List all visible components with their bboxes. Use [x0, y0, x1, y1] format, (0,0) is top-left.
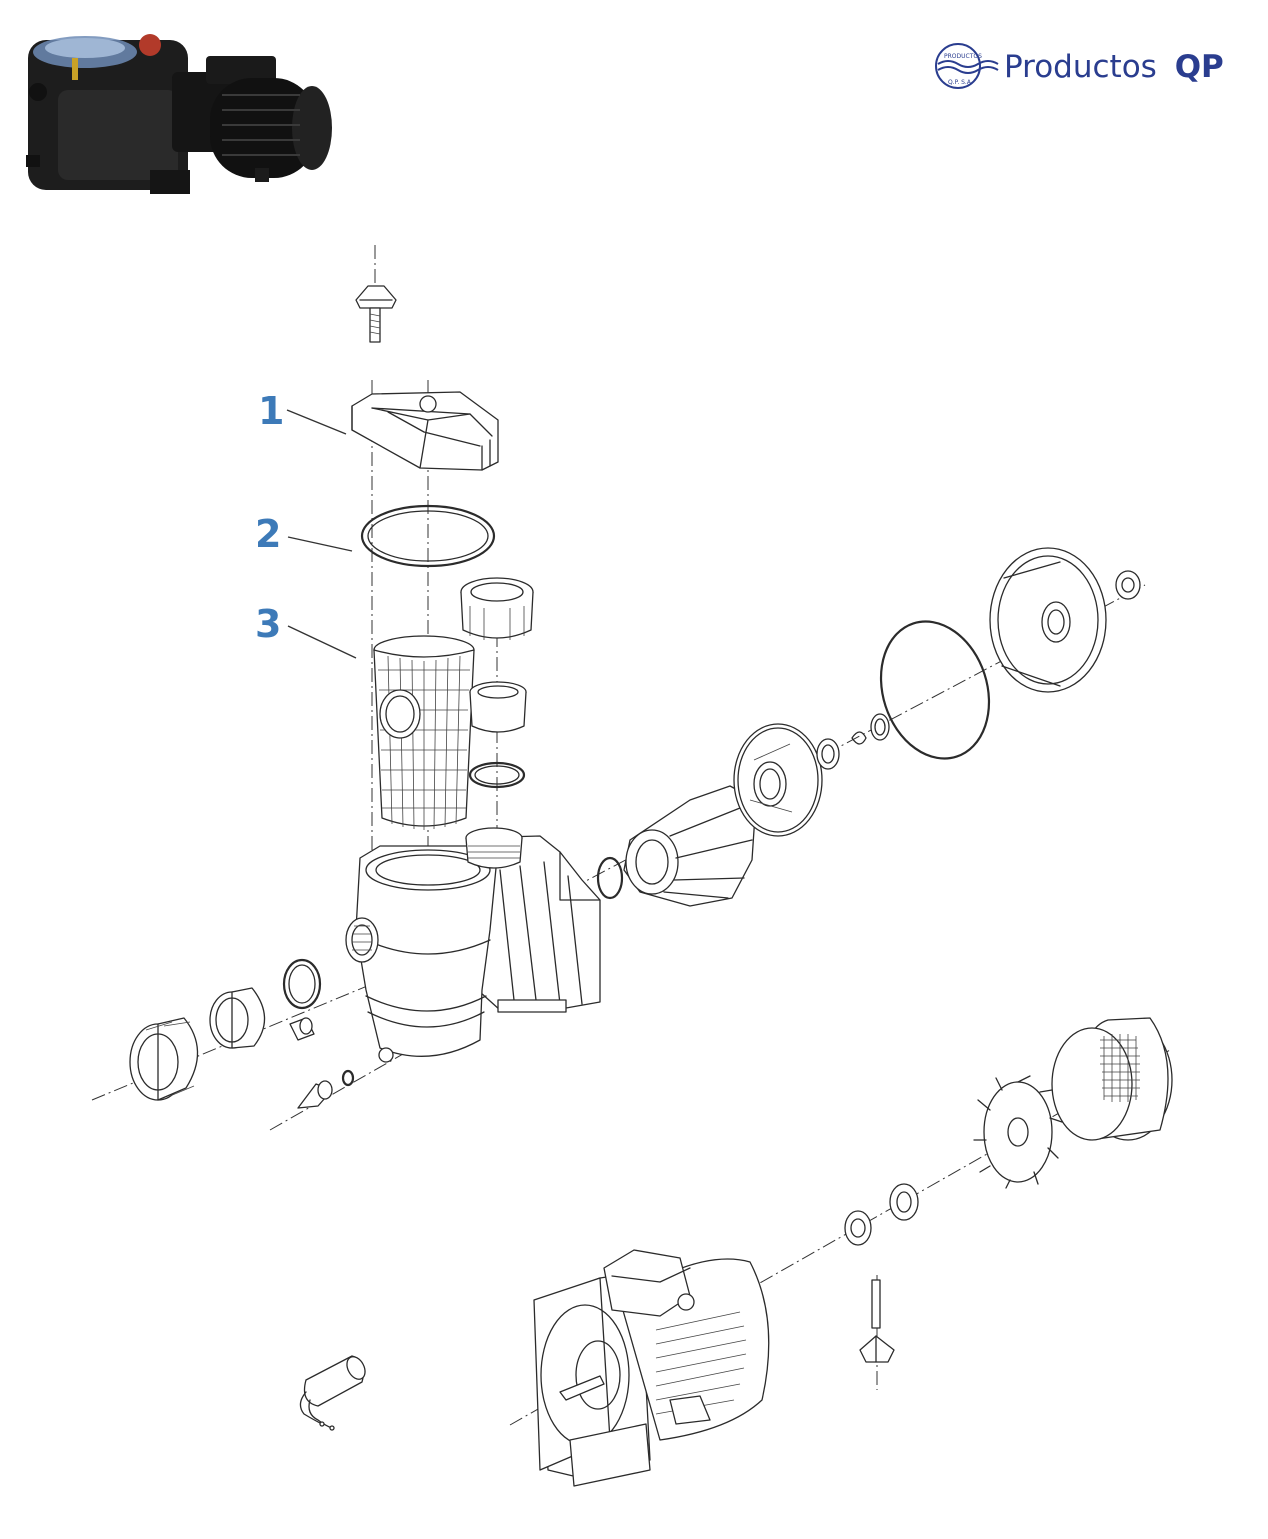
pump-body: [345, 827, 601, 1063]
drain-plug-lower: [297, 1069, 355, 1109]
impeller: [733, 723, 823, 837]
cover-washer: [1115, 570, 1141, 600]
drain-plug: [289, 1017, 315, 1041]
fan-cover: [1051, 1017, 1173, 1141]
rear-bearing: [889, 1183, 919, 1221]
discharge-union-nut: [460, 577, 534, 640]
suction-union-nut: [129, 1017, 199, 1101]
brand-name-strong: QP: [1175, 49, 1224, 85]
pump-lid-part-1: [351, 391, 499, 471]
pump-product-photo: [26, 34, 332, 194]
mechanical-seal: [816, 731, 867, 770]
lid-o-ring-part-2: [360, 504, 496, 568]
suction-o-ring: [282, 958, 322, 1010]
callout-3: 3: [255, 602, 357, 659]
pump-cover: [989, 547, 1107, 693]
brand-logo: PRODUCTOS Q.P. S.A. Productos QP: [935, 43, 1224, 89]
motor-fan: [973, 1075, 1063, 1189]
callout-2: 2: [255, 512, 353, 556]
motor-foot: [859, 1279, 895, 1363]
cover-o-ring: [879, 620, 991, 760]
svg-text:Productos QP: Productos QP: [1004, 49, 1224, 85]
capacitor: [299, 1355, 366, 1431]
electric-motor: [533, 1249, 770, 1487]
logo-text-top: PRODUCTOS: [944, 53, 982, 60]
brand-name: Productos: [1004, 49, 1157, 85]
callout-label-3: 3: [255, 602, 281, 646]
center-lines: [91, 245, 1171, 1426]
discharge-tail-piece: [469, 681, 527, 733]
seal-ring: [870, 713, 890, 741]
discharge-o-ring: [468, 761, 526, 789]
callout-1: 1: [258, 389, 347, 435]
callout-label-1: 1: [258, 389, 284, 433]
suction-tail-piece: [209, 987, 266, 1049]
logo-text-bottom: Q.P. S.A.: [948, 79, 973, 86]
strainer-basket-part-3: [373, 635, 475, 830]
lid-knob-screw: [355, 285, 397, 343]
diffuser: [623, 785, 757, 907]
callout-label-2: 2: [255, 512, 281, 556]
front-bearing: [844, 1210, 872, 1246]
body-o-ring: [596, 856, 624, 900]
